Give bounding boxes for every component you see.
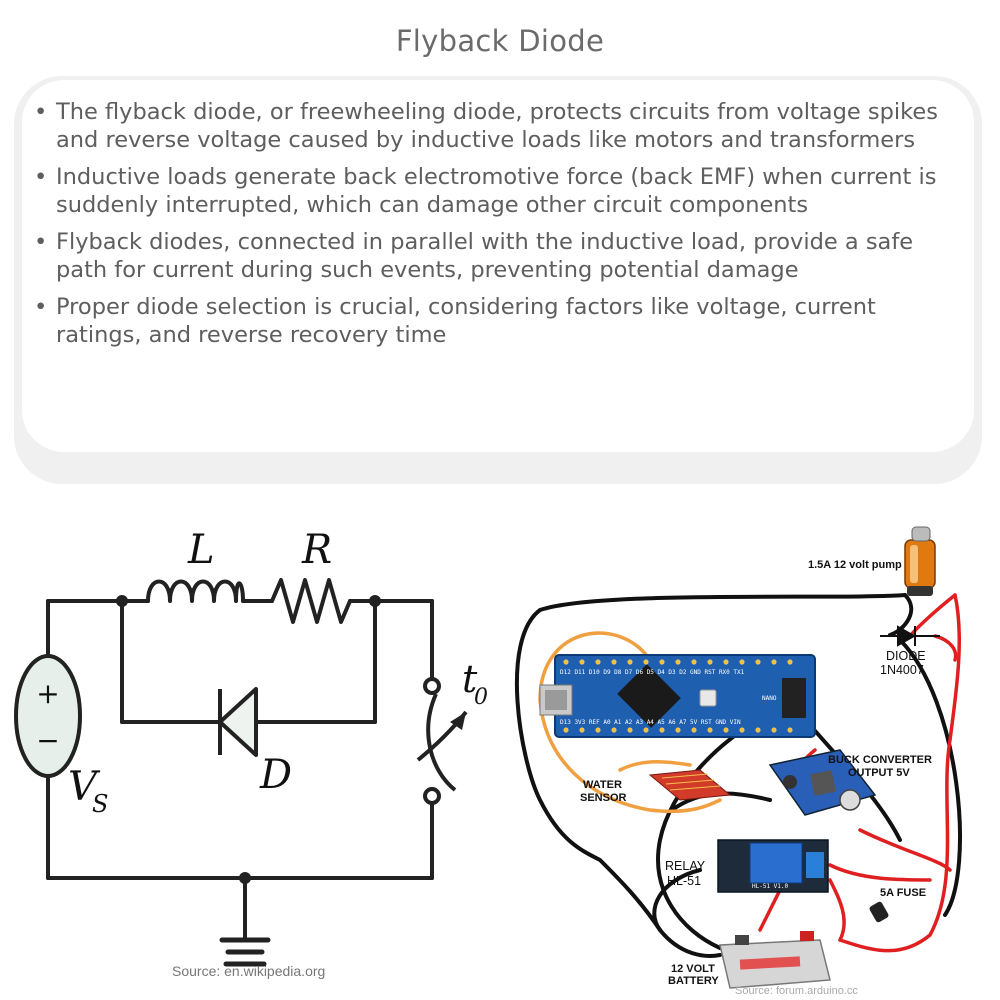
relay-model: HL-51 V1.0 bbox=[752, 883, 789, 890]
bullet-item: The flyback diode, or freewheeling diode… bbox=[30, 98, 960, 154]
source-label: V bbox=[68, 764, 101, 810]
plus-sign: + bbox=[36, 677, 59, 710]
diode-label-2: 1N4007 bbox=[880, 663, 924, 677]
switch-label: t bbox=[462, 657, 478, 701]
buck-label-2: OUTPUT 5V bbox=[848, 767, 910, 779]
junction-dots bbox=[116, 595, 381, 884]
battery-icon bbox=[719, 931, 831, 989]
bullet-list: The flyback diode, or freewheeling diode… bbox=[30, 98, 960, 358]
page-title: Flyback Diode bbox=[395, 24, 605, 58]
battery-label-1: 12 VOLT bbox=[671, 963, 715, 975]
fuse-label: 5A FUSE bbox=[880, 887, 926, 899]
water-label-1: WATER bbox=[583, 779, 622, 791]
buck-label-1: BUCK CONVERTER bbox=[828, 754, 932, 766]
diode-symbol bbox=[218, 687, 258, 757]
minus-sign: − bbox=[36, 724, 59, 757]
pump-icon bbox=[904, 526, 936, 596]
resistor-label: R bbox=[301, 527, 332, 573]
resistor-zigzag bbox=[270, 578, 352, 624]
board-name: NANO bbox=[762, 695, 777, 702]
inductor-label: L bbox=[187, 527, 215, 573]
board-pins-top: D12 D11 D10 D9 D8 D7 D6 D5 D4 D3 D2 GND … bbox=[560, 669, 745, 676]
inductor-coil bbox=[146, 579, 245, 603]
voltage-source: + − bbox=[14, 654, 82, 778]
relay-module: HL-51 V1.0 bbox=[717, 839, 829, 893]
diode-label-1: DIODE bbox=[886, 649, 926, 663]
switch-symbol bbox=[416, 677, 468, 805]
bullet-item: Inductive loads generate back electromot… bbox=[30, 163, 960, 219]
board-pins-bottom: D13 3V3 REF A0 A1 A2 A3 A4 A5 A6 A7 5V R… bbox=[560, 719, 741, 726]
arduino-nano-board: D12 D11 D10 D9 D8 D7 D6 D5 D4 D3 D2 GND … bbox=[539, 654, 816, 738]
source-subscript: S bbox=[92, 790, 108, 818]
ground-symbol bbox=[219, 937, 271, 967]
water-sensor bbox=[648, 769, 732, 801]
wiring-illustration: 1.5A 12 volt pump DIODE 1N4007 D12 D11 D… bbox=[514, 526, 962, 997]
flyback-schematic: + − L R D t 0 V S Source: en.wikipedia.o… bbox=[14, 527, 488, 979]
buck-converter bbox=[768, 749, 877, 816]
water-label-2: SENSOR bbox=[580, 792, 627, 804]
wiring-source-credit: Source: forum.arduino.cc bbox=[735, 985, 858, 997]
bullet-item: Proper diode selection is crucial, consi… bbox=[30, 293, 960, 349]
relay-label-1: RELAY bbox=[665, 859, 706, 873]
fuse-icon bbox=[869, 901, 889, 923]
diode-label: D bbox=[259, 752, 292, 798]
schematic-source-credit: Source: en.wikipedia.org bbox=[172, 963, 325, 979]
battery-label-2: BATTERY bbox=[668, 975, 719, 987]
pump-label: 1.5A 12 volt pump bbox=[808, 559, 902, 571]
flyback-diode-icon bbox=[880, 625, 940, 647]
orange-wires bbox=[538, 631, 722, 814]
bullet-item: Flyback diodes, connected in parallel wi… bbox=[30, 228, 960, 284]
switch-subscript: 0 bbox=[474, 685, 488, 710]
relay-label-2: HL-51 bbox=[667, 874, 701, 888]
